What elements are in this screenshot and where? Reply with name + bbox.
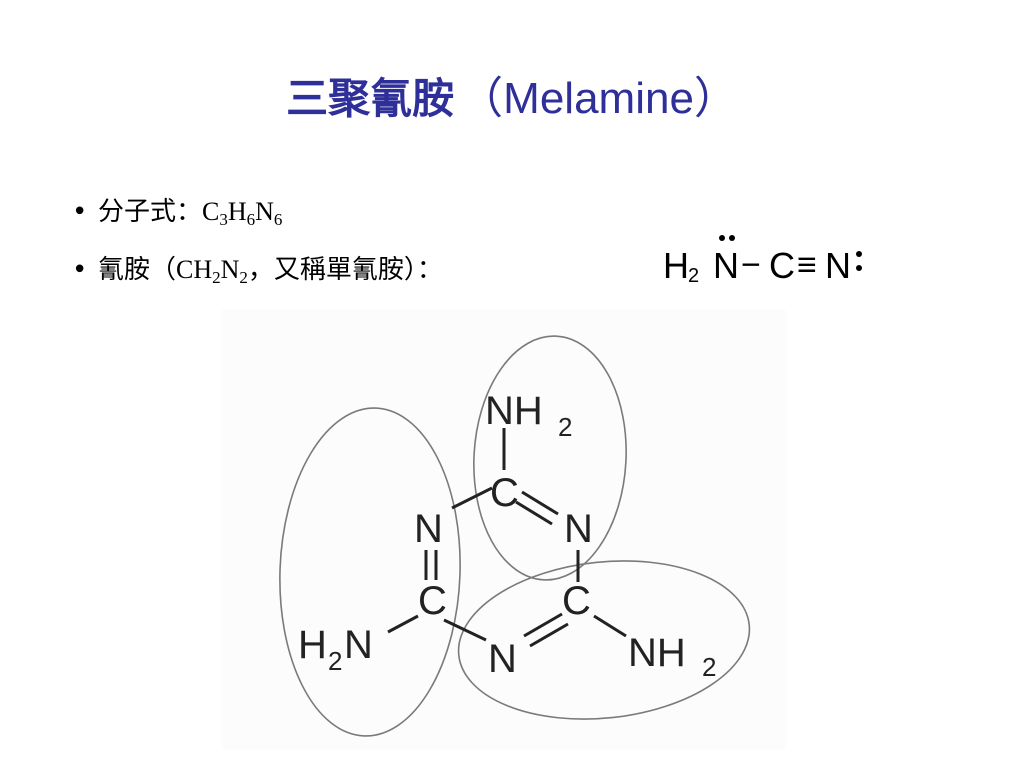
- bullet-molecular-formula: •分子式：C3H6N6: [72, 190, 672, 248]
- cyanamide-prefix: 氰胺（: [98, 255, 177, 285]
- atom-left-amine-h: H: [298, 623, 327, 667]
- lone-pair-dot: [856, 265, 862, 271]
- bond-right-c-bottom-n-a: [523, 612, 563, 638]
- bond-right-c-amine: [593, 614, 627, 638]
- atom-right-amine: NH: [628, 631, 686, 675]
- atom-ring-n-bottom: N: [488, 637, 517, 681]
- bond-top-c-right-n-a: [521, 490, 559, 516]
- bond-top-c-right-n-b: [515, 500, 553, 526]
- bond-top-c-left-n: [451, 486, 493, 510]
- cyanamide-group-left: [279, 407, 461, 737]
- cyanamide-c: C: [769, 245, 795, 286]
- cyanamide-group-top: [473, 335, 627, 581]
- lone-pair-dot: [856, 251, 862, 257]
- bullet-cyanamide: •氰胺（CH2N2，又稱單氰胺）：: [72, 248, 672, 306]
- cyanamide-n: N: [220, 255, 240, 284]
- cyanamide-single-bond: −: [741, 246, 761, 284]
- atom-labels: NH 2 C N N C C H 2 N N NH 2: [298, 389, 716, 682]
- formula-h: H: [227, 197, 247, 226]
- cyanamide-triple-bond: ≡: [797, 246, 817, 284]
- atom-ring-n-right: N: [564, 507, 593, 551]
- cyanamide-h: H: [663, 245, 689, 286]
- formula-h-count: 6: [246, 210, 256, 229]
- cyanamide-n-right: N: [825, 245, 851, 286]
- cyanamide-lewis-structure: H 2 N − C ≡ N: [663, 235, 862, 287]
- cyanamide-group-right: [457, 560, 751, 720]
- title-english: （Melamine）: [459, 74, 738, 123]
- bond-lines: [387, 428, 627, 648]
- atom-top-c: C: [490, 471, 519, 515]
- formula-label: 分子式：: [98, 197, 203, 227]
- formula-c: C: [202, 197, 220, 226]
- formula-c-count: 3: [219, 210, 228, 229]
- formula-n: N: [255, 197, 274, 226]
- atom-right-c: C: [562, 579, 591, 623]
- formula-n-count: 6: [273, 210, 283, 229]
- bond-left-c-bottom-n: [443, 618, 487, 642]
- title-chinese: 三聚氰胺: [286, 74, 455, 123]
- lone-pair-dot: [719, 235, 725, 241]
- melamine-structure-diagram: NH 2 C N N C C H 2 N N NH 2: [222, 310, 786, 750]
- atom-left-amine-sub: 2: [328, 646, 342, 676]
- atom-top-amine-sub: 2: [558, 412, 572, 442]
- bond-left-c-amine: [387, 614, 419, 634]
- cyanamide-n-left: N: [713, 245, 739, 286]
- lone-pair-dot: [729, 235, 735, 241]
- cyanamide-ch: CH: [176, 255, 213, 284]
- bullet-dot: •: [72, 197, 88, 227]
- cyanamide-ch-count: 2: [212, 268, 221, 287]
- atom-left-c: C: [418, 579, 447, 623]
- cyanamide-suffix: ，又稱單氰胺）：: [247, 255, 443, 285]
- bond-right-c-bottom-n-b: [529, 622, 569, 648]
- cyanamide-h-sub: 2: [688, 265, 699, 287]
- cyanamide-n-count: 2: [239, 268, 248, 287]
- bullet-dot: •: [72, 255, 88, 285]
- atom-ring-n-left: N: [414, 507, 443, 551]
- atom-top-amine: NH: [485, 389, 543, 433]
- slide-title: 三聚氰胺 （Melamine）: [0, 62, 1024, 126]
- atom-right-amine-sub: 2: [702, 652, 716, 682]
- bullet-list: •分子式：C3H6N6 •氰胺（CH2N2，又稱單氰胺）：: [72, 190, 672, 306]
- atom-left-amine-n: N: [344, 623, 373, 667]
